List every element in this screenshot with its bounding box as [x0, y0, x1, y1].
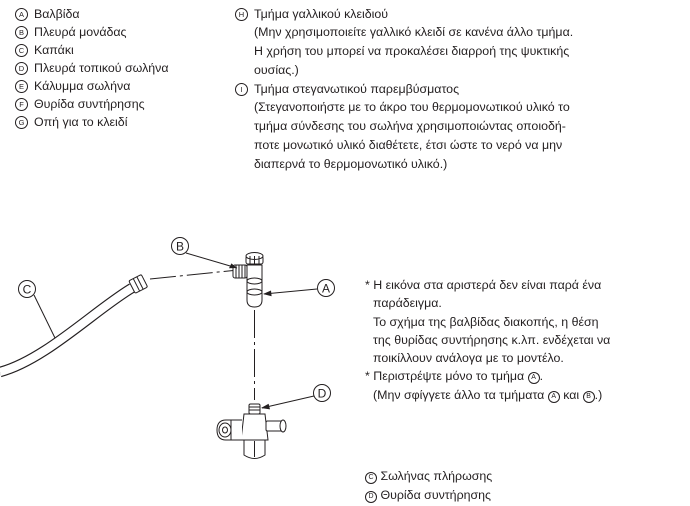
note-line: * Η εικόνα στα αριστερά δεν είναι παρά έ… [365, 278, 602, 292]
parts-item-label: Κάλυμμα σωλήνα [34, 79, 131, 93]
connection-line [149, 269, 239, 280]
note-text: και [559, 387, 583, 402]
note-line: ποικίλλουν ανάλογα με το μοντέλο. [373, 351, 564, 366]
marker-h: H [235, 8, 248, 21]
parts-item-i: I Τμήμα στεγανωτικού παρεμβύσματος (Στεγ… [235, 80, 690, 174]
marker-c: C [15, 44, 28, 57]
parts-item-g: G Οπή για το κλειδί [15, 113, 169, 131]
parts-item-label: Πλευρά τοπικού σωλήνα [34, 61, 169, 75]
marker-f: F [15, 98, 28, 111]
parts-item-detail: ποτε μονωτικό υλικό διαθέτετε, έτσι ώστε… [254, 138, 563, 152]
parts-list-left: A Βαλβίδα B Πλευρά μονάδας C Καπάκι D Πλευρά… [15, 5, 169, 131]
parts-item-detail: τμήμα σύνδεσης του σωλήνα χρησιμοποιώντα… [254, 119, 566, 133]
marker-g: G [15, 116, 28, 129]
notes: * Η εικόνα στα αριστερά δεν είναι παρά έ… [365, 276, 690, 404]
parts-list-right: H Τμήμα γαλλικού κλειδιού (Μην χρησιμοπο… [235, 5, 690, 174]
note-line: (Μην σφίγγετε άλλο τα τμήματα A και B.) [365, 386, 690, 404]
note-line: Το σχήμα της βαλβίδας διακοπής, η θέση [373, 314, 599, 329]
inline-marker-a: A [547, 390, 560, 403]
marker-e: E [15, 80, 28, 93]
callout-d: D [261, 384, 331, 410]
legend-item-c: C Σωλήνας πλήρωσης [365, 467, 492, 486]
inline-marker-a: A [527, 372, 540, 385]
marker-a: A [15, 8, 28, 21]
charge-hose [0, 274, 148, 378]
note-line: παράδειγμα. [373, 296, 442, 311]
parts-item-h: H Τμήμα γαλλικού κλειδιού (Μην χρησιμοπο… [235, 5, 690, 80]
parts-item-label: Πλευρά μονάδας [34, 25, 127, 39]
parts-item-detail: (Στεγανοποιήστε με το άκρο του θερμομονω… [254, 100, 570, 114]
parts-item-label: Τμήμα γαλλικού κλειδιού [254, 7, 389, 21]
callout-c-label: C [23, 283, 32, 297]
marker-d: D [15, 62, 28, 75]
diagram-legend: C Σωλήνας πλήρωσης D Θυρίδα συντήρησης [365, 467, 492, 505]
inline-marker-b: B [582, 390, 595, 403]
parts-item-d: D Πλευρά τοπικού σωλήνα [15, 59, 169, 77]
legend-marker-c: C [365, 472, 377, 484]
note-line: της θυρίδας συντήρησης κ.λπ. ενδέχεται ν… [373, 332, 611, 347]
parts-item-label: Βαλβίδα [34, 7, 80, 21]
parts-item-detail: (Μην χρησιμοποιείτε γαλλικό κλειδί σε κα… [254, 25, 574, 39]
parts-item-e: E Κάλυμμα σωλήνα [15, 77, 169, 95]
note-text: .) [594, 387, 603, 402]
marker-b: B [15, 26, 28, 39]
callout-a-label: A [322, 282, 330, 296]
callout-a: A [263, 279, 335, 297]
parts-item-f: F Θυρίδα συντήρησης [15, 95, 169, 113]
valve-upper [232, 252, 264, 308]
valve-lower [216, 403, 287, 459]
note-text: (Μην σφίγγετε άλλο τα τμήματα [373, 387, 548, 402]
parts-item-a: A Βαλβίδα [15, 5, 169, 23]
callout-b-label: B [176, 240, 184, 254]
callout-c: C [18, 280, 56, 339]
parts-item-detail: διαπερνά το θερμομονωτικό υλικό.) [254, 157, 448, 171]
legend-marker-d: D [365, 491, 377, 503]
parts-item-detail: ουσίας.) [254, 63, 299, 77]
legend-label: Σωλήνας πλήρωσης [380, 469, 493, 483]
parts-item-b: B Πλευρά μονάδας [15, 23, 169, 41]
callout-d-label: D [318, 387, 327, 401]
parts-item-label: Τμήμα στεγανωτικού παρεμβύσματος [254, 82, 460, 96]
parts-item-detail: Η χρήση του μπορεί να προκαλέσει διαρροή… [254, 44, 570, 58]
note-text: . [539, 369, 544, 384]
legend-item-d: D Θυρίδα συντήρησης [365, 486, 492, 505]
parts-item-label: Οπή για το κλειδί [34, 115, 128, 129]
legend-label: Θυρίδα συντήρησης [380, 488, 492, 502]
parts-item-label: Θυρίδα συντήρησης [34, 97, 145, 111]
parts-item-label: Καπάκι [34, 43, 74, 57]
marker-i: I [235, 83, 248, 96]
note-text: * Περιστρέψτε μόνο το τμήμα [365, 369, 528, 384]
parts-item-c: C Καπάκι [15, 41, 169, 59]
callout-b: B [171, 237, 238, 269]
note-line: * Περιστρέψτε μόνο το τμήμα A. [365, 367, 690, 385]
